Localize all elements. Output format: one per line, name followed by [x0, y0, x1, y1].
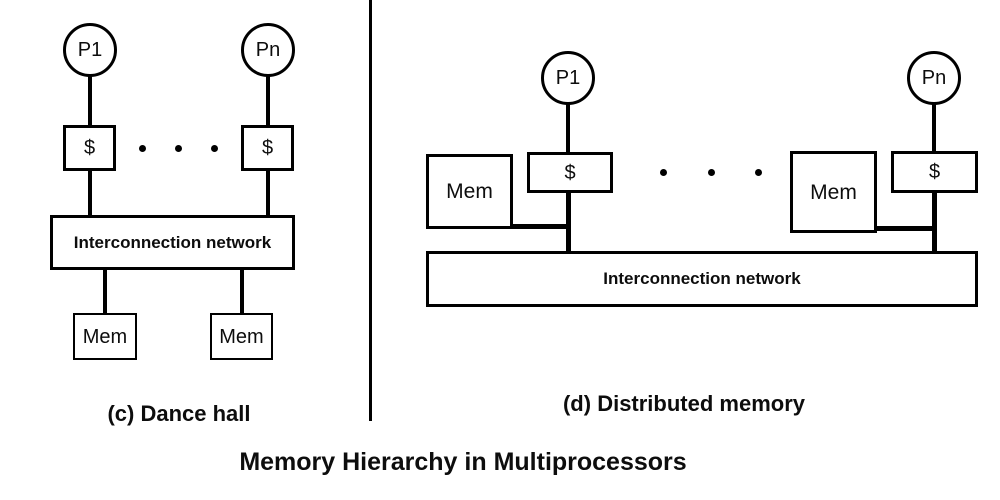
- memory-label: Mem: [446, 180, 493, 203]
- memory-node-2: Mem: [210, 313, 273, 360]
- divider-line: [369, 0, 372, 421]
- figure-title: Memory Hierarchy in Multiprocessors: [239, 448, 687, 476]
- memory-label: Mem: [82, 325, 128, 348]
- processor-node-pn: Pn: [907, 51, 961, 105]
- interconnection-network-box: Interconnection network: [50, 215, 295, 270]
- ellipsis-dot: [211, 145, 218, 152]
- distributed-memory-caption: (d) Distributed memory: [562, 391, 806, 416]
- processor-label: P1: [77, 39, 103, 61]
- connector-p1-cache: [566, 102, 570, 154]
- processor-label: Pn: [921, 67, 947, 89]
- connector-pn-cache: [932, 102, 936, 154]
- connector-network-mem2: [240, 268, 244, 315]
- ellipsis-dot: [175, 145, 182, 152]
- processor-label: P1: [555, 67, 581, 89]
- interconnection-network-box: Interconnection network: [426, 251, 978, 307]
- cache-label: $: [564, 161, 576, 184]
- processor-node-pn: Pn: [241, 23, 295, 77]
- ellipsis-dot: [139, 145, 146, 152]
- memory-label: Mem: [810, 180, 857, 204]
- trunk-cachen-network: [932, 191, 937, 252]
- connector-network-mem1: [103, 268, 107, 315]
- ellipsis-dot: [755, 169, 762, 176]
- memory-node-1: Mem: [426, 154, 513, 229]
- connector-cachen-network: [266, 171, 270, 217]
- processor-node-p1: P1: [541, 51, 595, 105]
- connector-p1-cache: [88, 74, 92, 127]
- cache-label: $: [261, 137, 274, 159]
- processor-node-p1: P1: [63, 23, 117, 77]
- cache-node-n: $: [241, 125, 294, 171]
- connector-pn-cache: [266, 74, 270, 127]
- cache-label: $: [928, 161, 941, 183]
- trunk-cache1-network: [566, 191, 571, 252]
- network-label: Interconnection network: [603, 269, 801, 288]
- memory-node-n: Mem: [790, 151, 877, 233]
- cache-node-1: $: [63, 125, 116, 171]
- network-label: Interconnection network: [73, 232, 272, 252]
- processor-label: Pn: [255, 39, 281, 61]
- connector-mem1-trunk: [513, 224, 570, 229]
- memory-node-1: Mem: [73, 313, 137, 360]
- ellipsis-dot: [708, 169, 715, 176]
- cache-node-n: $: [891, 151, 978, 193]
- connector-memn-trunk: [877, 226, 936, 231]
- memory-label: Mem: [219, 325, 264, 348]
- cache-node-1: $: [527, 152, 613, 193]
- ellipsis-dot: [660, 169, 667, 176]
- connector-cache1-network: [88, 171, 92, 217]
- dance-hall-caption: (c) Dance hall: [107, 401, 251, 426]
- cache-label: $: [83, 137, 96, 159]
